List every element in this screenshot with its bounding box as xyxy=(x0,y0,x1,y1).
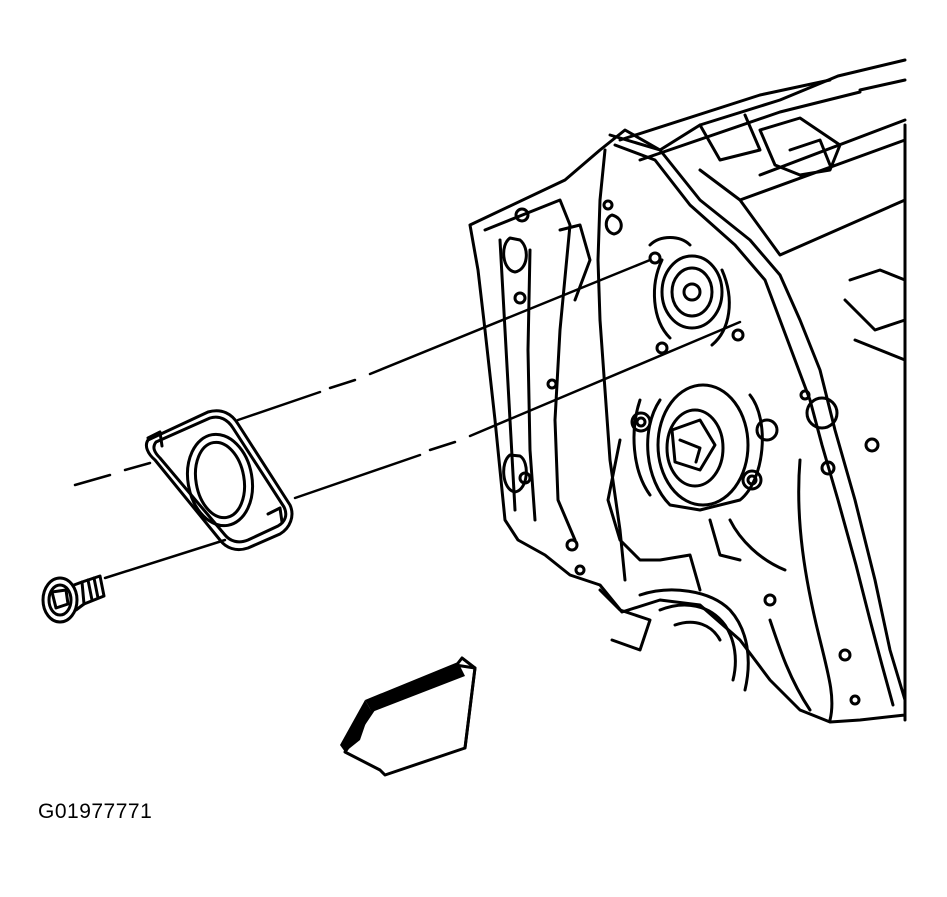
figure-id-label: G01977771 xyxy=(38,800,153,823)
alignment-lines xyxy=(73,258,742,580)
engine-front-arrow-icon xyxy=(340,656,477,777)
engine-block xyxy=(468,58,907,724)
bolt xyxy=(41,574,106,624)
seal-housing-gasket xyxy=(144,409,294,552)
